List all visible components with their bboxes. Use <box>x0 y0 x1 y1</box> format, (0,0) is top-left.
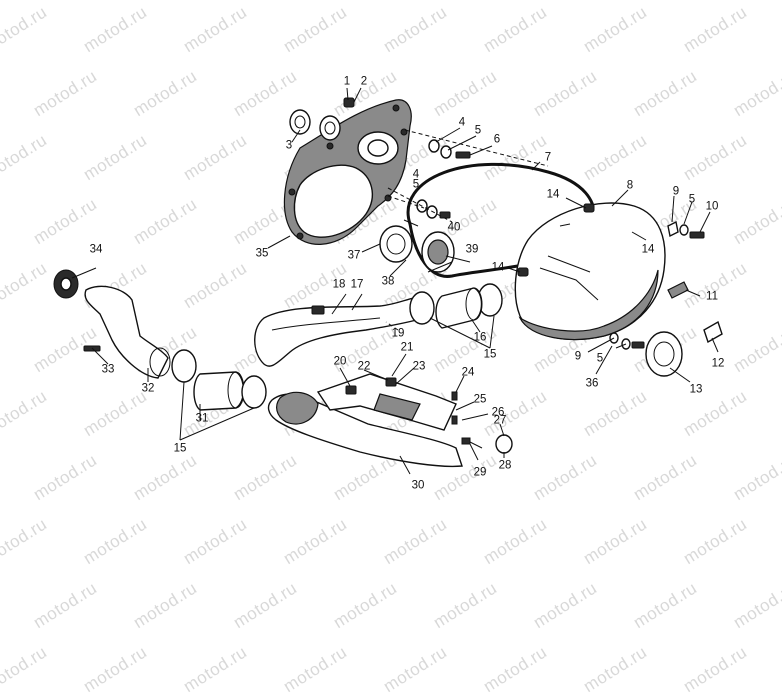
intake-duct-17 <box>254 296 425 367</box>
inner-cover-35 <box>283 99 412 245</box>
watermark-text: motod.ru <box>230 578 301 633</box>
part-callout: 24 <box>461 366 475 379</box>
part-callout: 7 <box>544 151 552 164</box>
watermark-text: motod.ru <box>630 578 701 633</box>
part-callout: 20 <box>333 355 347 368</box>
part-callout: 29 <box>473 466 487 479</box>
part-callout: 13 <box>689 383 703 396</box>
part-callout: 15 <box>483 348 497 361</box>
seal-3a <box>289 109 311 135</box>
part-callout: 15 <box>173 442 187 455</box>
watermark-text: motod.ru <box>730 578 782 633</box>
watermark-text: motod.ru <box>480 642 551 697</box>
watermark-text: motod.ru <box>380 642 451 697</box>
part-callout: 11 <box>706 290 718 303</box>
watermark-text: motod.ru <box>580 642 651 697</box>
watermark-text: motod.ru <box>680 642 751 697</box>
leader-lines <box>71 87 719 475</box>
part-callout: 28 <box>498 459 512 472</box>
part-callout: 1 <box>343 75 351 88</box>
part-callout: 38 <box>381 275 395 288</box>
part-callout: 21 <box>400 341 414 354</box>
part-callout: 14 <box>641 243 655 256</box>
part-callout: 18 <box>332 278 346 291</box>
part-callout: 36 <box>585 377 599 390</box>
part-callout: 4 <box>412 168 420 181</box>
part-callout: 40 <box>447 221 461 234</box>
watermark-text: motod.ru <box>0 578 1 633</box>
watermark-text: motod.ru <box>180 642 251 697</box>
watermark-text: motod.ru <box>80 642 151 697</box>
outer-cover-8 <box>514 202 666 341</box>
part-callout: 5 <box>474 124 482 137</box>
seal-37 <box>379 225 413 263</box>
part-callout: 30 <box>411 479 425 492</box>
watermark-text: motod.ru <box>30 578 101 633</box>
part-callout: 14 <box>546 188 560 201</box>
part-callout: 32 <box>141 382 155 395</box>
part-callout: 6 <box>493 133 501 146</box>
disk-13 <box>645 331 683 377</box>
part-callout: 4 <box>458 116 466 129</box>
part-callout: 9 <box>574 350 582 363</box>
part-callout: 10 <box>705 200 719 213</box>
part-callout: 33 <box>101 363 115 376</box>
part-callout: 2 <box>360 75 368 88</box>
plug-2 <box>343 97 355 108</box>
watermark-text: motod.ru <box>530 578 601 633</box>
part-callout: 25 <box>473 393 487 406</box>
part-callout: 27 <box>493 414 507 427</box>
part-callout: 14 <box>491 261 505 274</box>
part-callout: 12 <box>711 357 725 370</box>
part-callout: 22 <box>357 360 371 373</box>
watermark-text: motod.ru <box>0 642 51 697</box>
part-callout: 35 <box>255 247 269 260</box>
part-callout: 8 <box>626 179 634 192</box>
exploded-parts-diagram <box>53 87 723 475</box>
part-callout: 31 <box>195 412 209 425</box>
part-callout: 3 <box>285 139 293 152</box>
latch-11 <box>667 281 689 299</box>
seal-3b <box>319 115 341 141</box>
watermark-text: motod.ru <box>430 578 501 633</box>
duct-32 <box>84 285 169 379</box>
watermark-text: motod.ru <box>330 578 401 633</box>
part-callout: 16 <box>473 331 487 344</box>
watermark-text: motod.ru <box>280 642 351 697</box>
clip-12 <box>703 320 723 344</box>
part-callout: 39 <box>465 243 479 256</box>
part-callout: 19 <box>391 327 405 340</box>
part-callout: 37 <box>347 249 361 262</box>
part-callout: 23 <box>412 360 426 373</box>
part-callout: 9 <box>672 185 680 198</box>
part-callout: 17 <box>350 278 364 291</box>
part-callout: 5 <box>596 352 604 365</box>
part-callout: 5 <box>688 193 696 206</box>
part-callout: 34 <box>89 243 103 256</box>
part-callout: 5 <box>412 178 420 191</box>
part-callout: 26 <box>491 406 505 419</box>
watermark-text: motod.ru <box>130 578 201 633</box>
